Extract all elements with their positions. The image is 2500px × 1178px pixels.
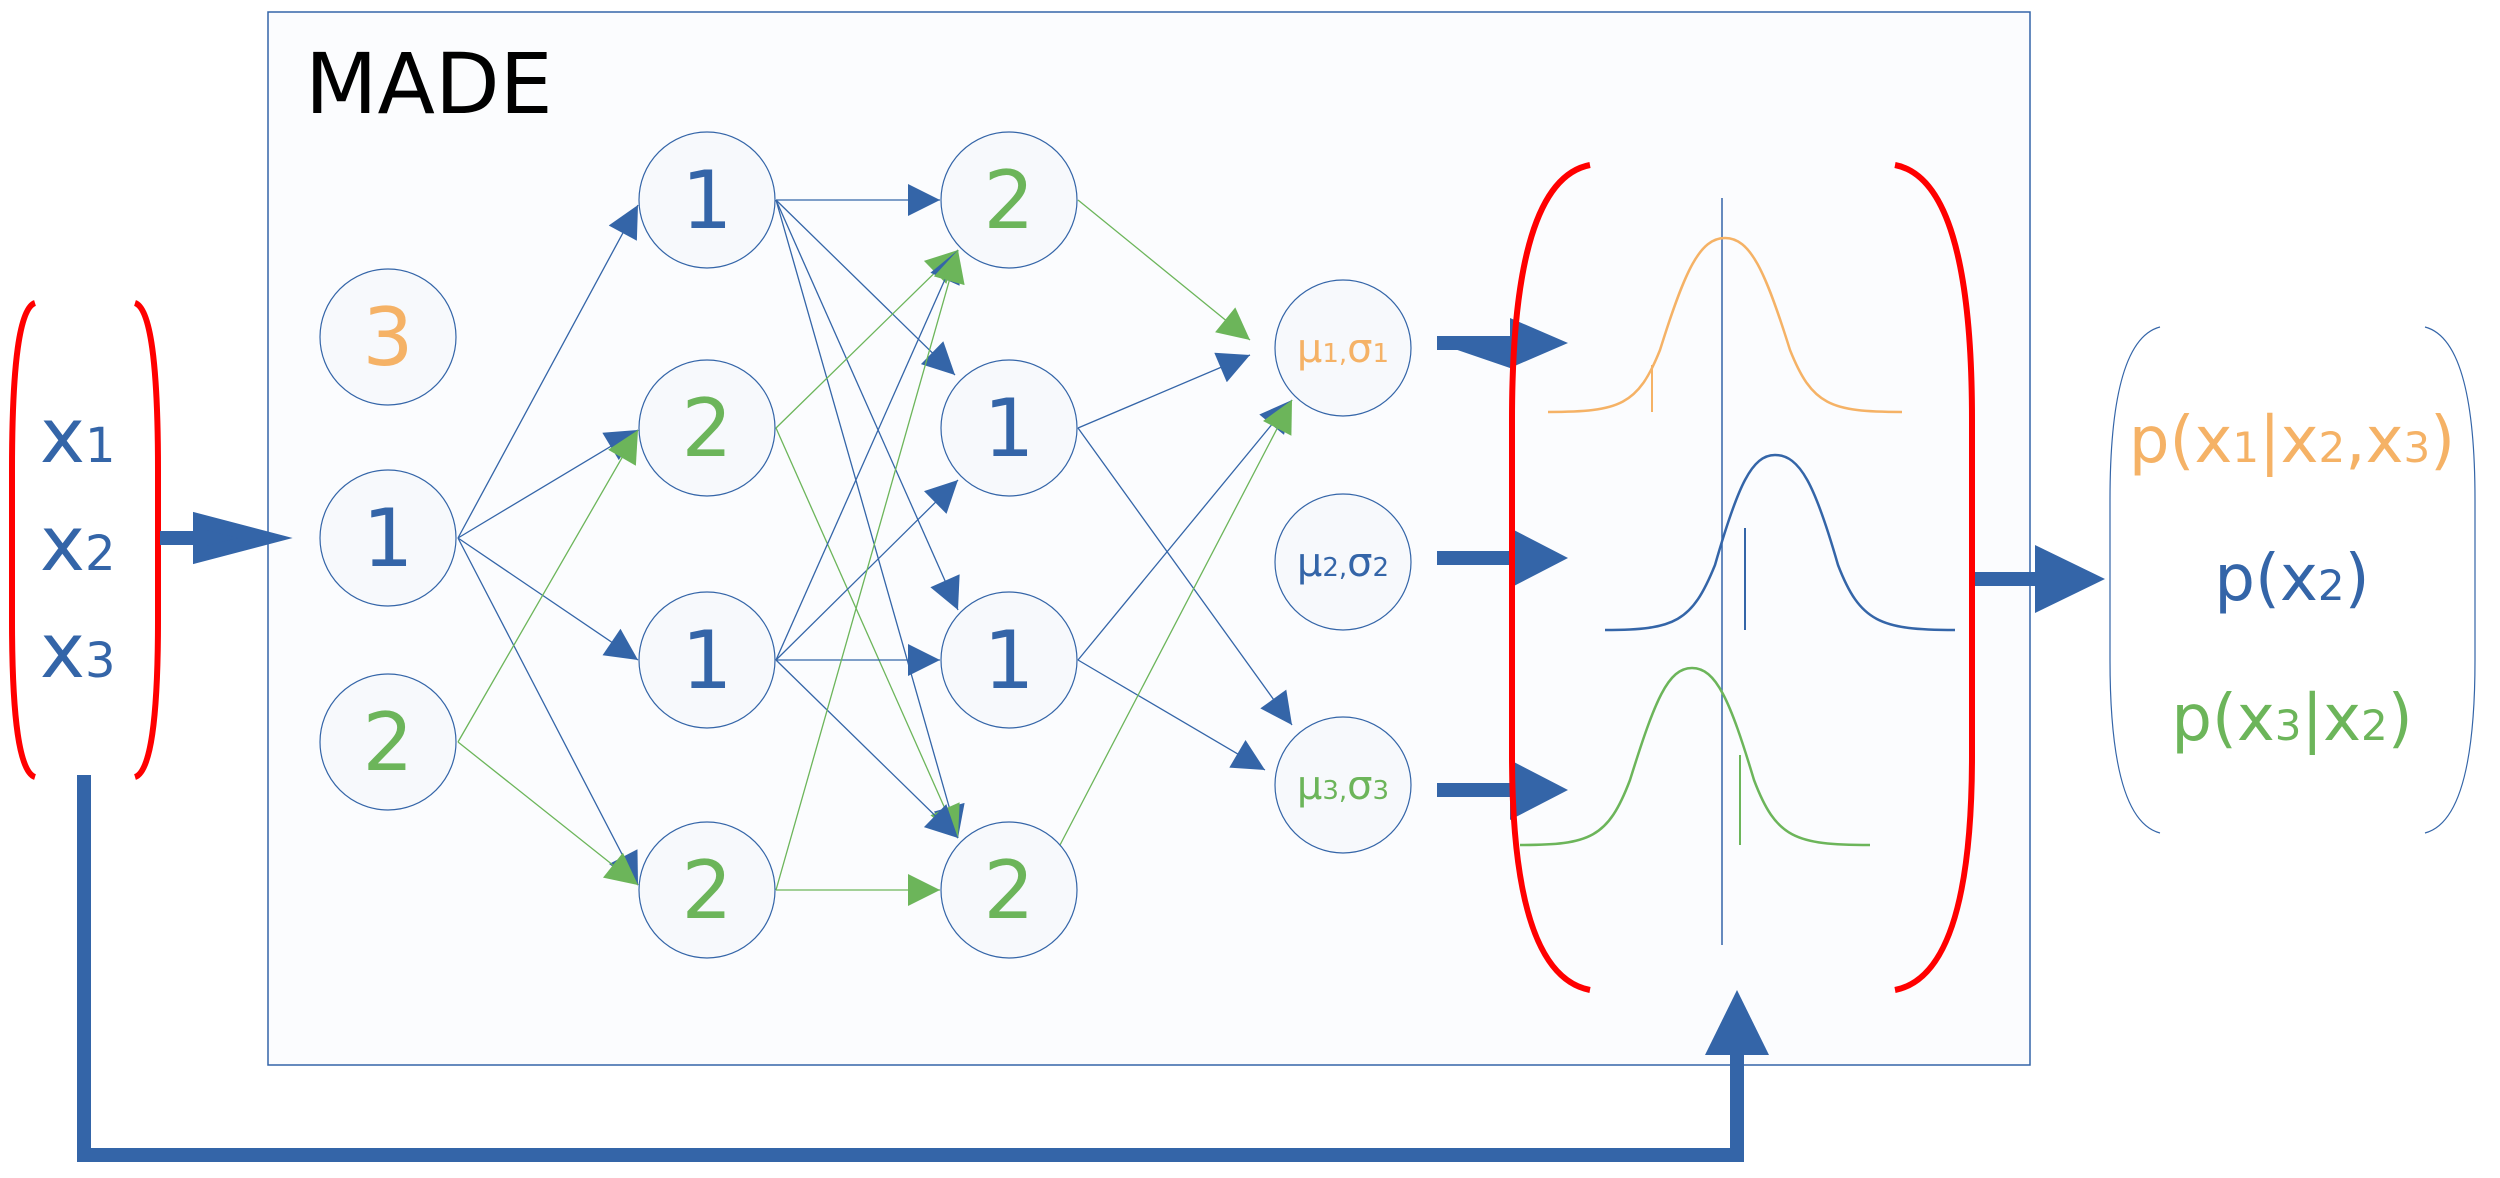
node-h2-d <box>940 821 1078 959</box>
dist-bracket-left <box>1509 162 1591 993</box>
made-box <box>267 11 2031 1066</box>
node-h1-d <box>638 821 776 959</box>
node-h1-b <box>638 359 776 497</box>
node-out-1 <box>1274 279 1412 417</box>
gaussian-2 <box>1604 453 1956 632</box>
node-input-1 <box>319 469 457 607</box>
node-input-2 <box>319 673 457 811</box>
node-h1-c-label: 1 <box>682 614 733 707</box>
skip-connection <box>77 775 1744 1162</box>
node-out-1-label: μ1,σ1 <box>1297 326 1389 372</box>
node-h2-b <box>940 359 1078 497</box>
input-bracket-right <box>133 300 161 780</box>
output-bracket-left <box>2109 326 2161 834</box>
input-layer: 3 1 2 <box>319 268 457 811</box>
input-x2: x2 <box>40 499 116 588</box>
node-input-2-label: 2 <box>363 696 414 789</box>
node-out-3 <box>1274 716 1412 854</box>
node-out-3-label: μ3,σ3 <box>1297 763 1389 809</box>
node-h2-c <box>940 591 1078 729</box>
node-input-3-label: 3 <box>363 291 414 384</box>
node-h2-b-label: 1 <box>984 382 1035 475</box>
node-h2-d-label: 2 <box>984 844 1035 937</box>
node-h1-d-label: 2 <box>682 844 733 937</box>
node-h1-a-label: 1 <box>682 154 733 247</box>
input-vector: x1 x2 x3 <box>9 300 161 780</box>
node-h2-c-label: 1 <box>984 614 1035 707</box>
output-p-x3-given-x2: p(x3|x2) <box>2171 682 2412 756</box>
node-out-2 <box>1274 493 1412 631</box>
gaussian-3 <box>1519 666 1871 847</box>
dist-bracket-right <box>1894 162 1975 993</box>
node-input-3 <box>319 268 457 406</box>
node-input-1-label: 1 <box>363 492 414 585</box>
flow-arrows <box>77 318 2105 1162</box>
node-out-2-label: μ2,σ2 <box>1297 540 1389 586</box>
output-bracket-right <box>2424 326 2476 834</box>
hidden-layer-2: 2 1 1 2 <box>940 131 1078 959</box>
input-x1: x1 <box>40 391 116 480</box>
node-h1-a <box>638 131 776 269</box>
output-p-x1-given-x2-x3: p(x1|x2,x3) <box>2129 404 2455 478</box>
input-to-made-arrow <box>160 511 293 565</box>
network-connections <box>457 184 1293 906</box>
node-h2-a-label: 2 <box>984 154 1035 247</box>
hidden-layer-1: 1 2 1 2 <box>638 131 776 959</box>
distribution-panel <box>1509 162 1975 993</box>
input-bracket-left <box>9 300 37 780</box>
dist-to-output-arrow-shaft <box>1970 572 2040 586</box>
made-title: MADE <box>305 35 553 133</box>
node-h1-b-label: 2 <box>682 382 733 475</box>
output-p-x2: p(x2) <box>2214 542 2369 616</box>
dist-to-output-arrow-head <box>2035 545 2105 613</box>
gaussian-1 <box>1547 236 1903 414</box>
node-h1-c <box>638 591 776 729</box>
skip-connection-head <box>1705 990 1769 1055</box>
output-probabilities: p(x1|x2,x3) p(x2) p(x3|x2) <box>2109 326 2476 834</box>
input-x3: x3 <box>40 606 116 695</box>
node-h2-a <box>940 131 1078 269</box>
output-layer: μ1,σ1 μ2,σ2 μ3,σ3 <box>1274 279 1412 854</box>
